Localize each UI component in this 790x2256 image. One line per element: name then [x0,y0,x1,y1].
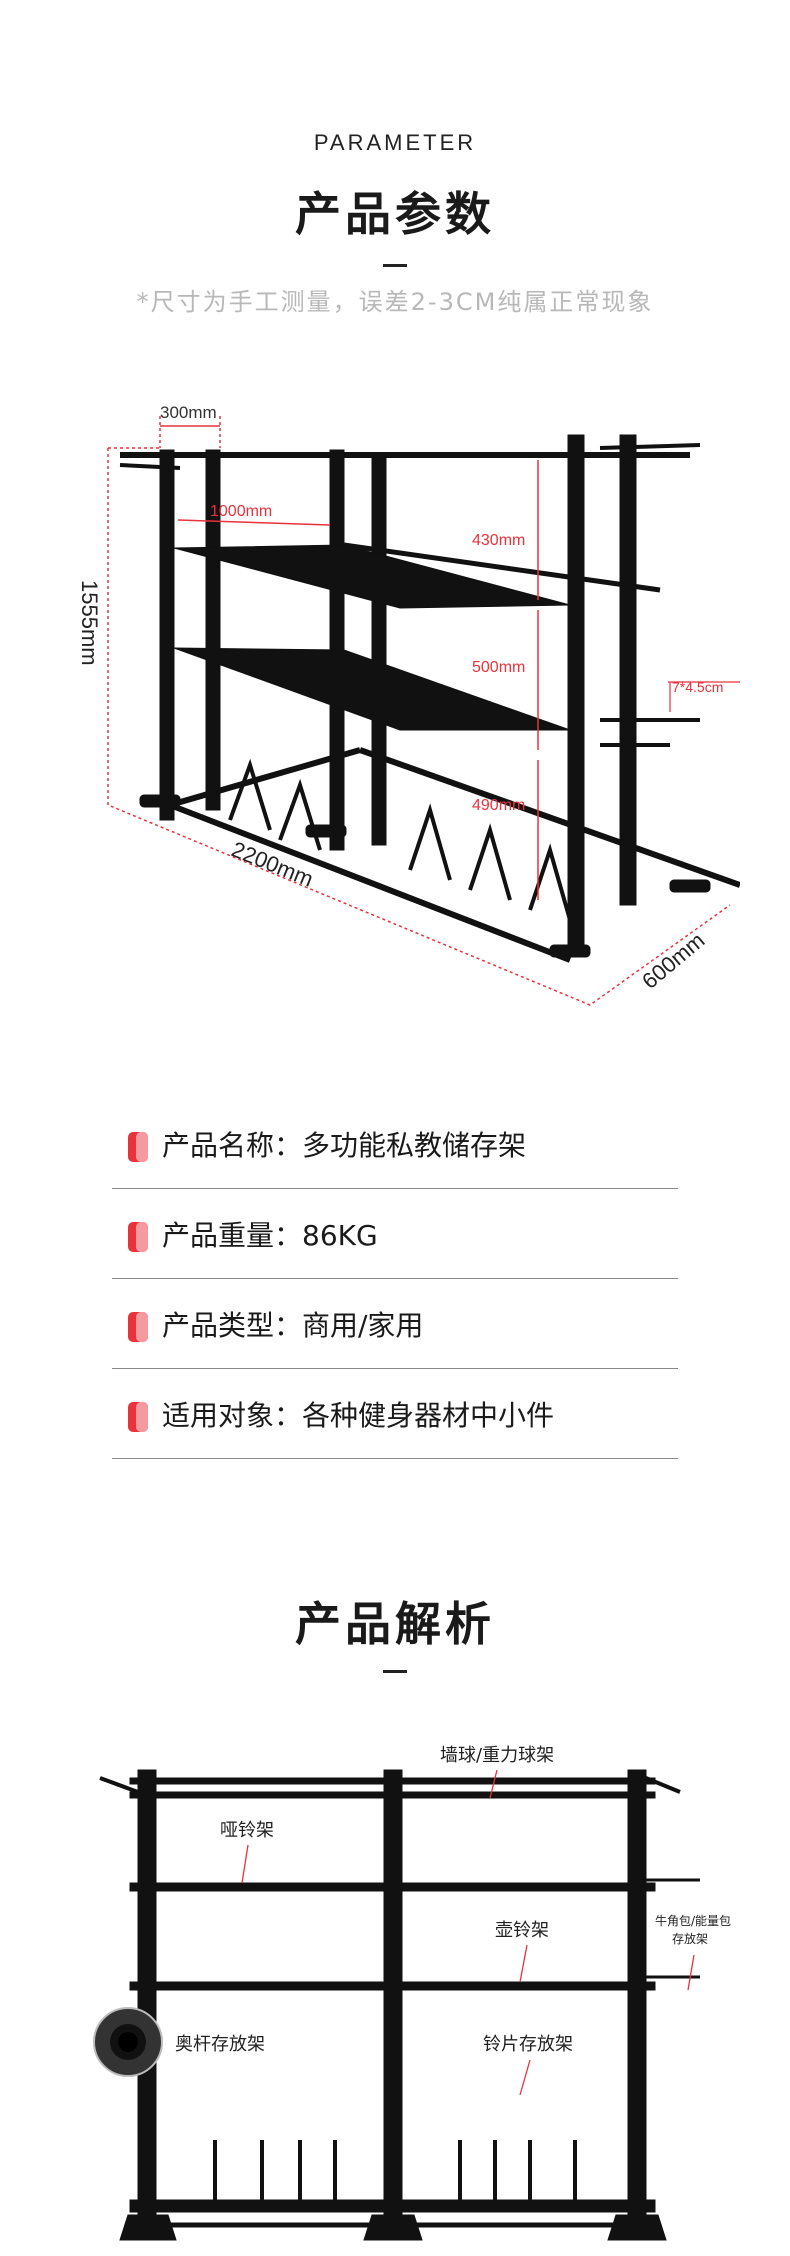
spec-row: 产品重量：86KG [112,1188,678,1279]
spec-bullet-icon [128,1312,148,1342]
section-subtitle-en: PARAMETER [313,130,477,155]
bar-holder-zoom [93,2007,163,2077]
label-plate-rack: 铃片存放架 [483,2034,573,2055]
gap-top-label: 430mm [472,532,525,549]
rack-dimension-diagram: 300mm 1555mm 2200mm 600mm [77,403,740,1006]
section-width-label: 1000mm [210,503,272,520]
spec-bullet-icon [128,1222,148,1252]
rack-front-view [99,1769,700,2241]
spec-bullet-icon [128,1132,148,1162]
spec-text: 产品名称：多功能私教储存架 [162,1129,527,1162]
label-bag-rack-line2: 存放架 [672,1931,708,1946]
section-title-parameters: 产品参数 [295,187,495,241]
plate-pins [213,2140,577,2200]
spec-bullet-icon [128,1402,148,1432]
section-title-analysis: 产品解析 [295,1597,495,1651]
spec-row: 适用对象：各种健身器材中小件 [112,1368,678,1459]
label-dumbbell-rack: 哑铃架 [220,1820,274,1841]
plate-holders [228,758,572,921]
title-underline [383,1670,407,1673]
label-barbell-rack: 奥杆存放架 [175,2034,265,2055]
spec-row: 产品类型：商用/家用 [112,1278,678,1369]
footprint-outline [107,416,731,1006]
gap-bottom-label: 490mm [472,797,525,814]
depth-top-label: 300mm [160,403,217,422]
tube-size-label: 7*4.5cm [672,679,723,695]
label-leaders [241,1769,695,2096]
spec-text: 产品类型：商用/家用 [162,1309,424,1342]
spec-text: 产品重量：86KG [162,1219,378,1252]
title-underline [383,264,407,267]
gap-mid-label: 500mm [472,659,525,676]
rack-analysis-diagram: 墙球/重力球架 哑铃架 壶铃架 牛角包/能量包 存放架 奥杆存放架 铃片存放架 [93,1745,731,2241]
height-label: 1555mm [77,580,102,666]
spec-text: 适用对象：各种健身器材中小件 [162,1399,555,1432]
label-kettlebell-rack: 壶铃架 [495,1920,549,1941]
depth-label: 600mm [637,928,709,994]
measurement-note: *尺寸为手工测量，误差2-3CM纯属正常现象 [136,288,654,316]
spec-row: 产品名称：多功能私教储存架 [112,1098,678,1189]
section-width-arrow [177,519,331,526]
label-wall-ball-rack: 墙球/重力球架 [440,1745,554,1766]
label-bag-rack-line1: 牛角包/能量包 [655,1913,731,1928]
rack-illustration [119,434,740,963]
